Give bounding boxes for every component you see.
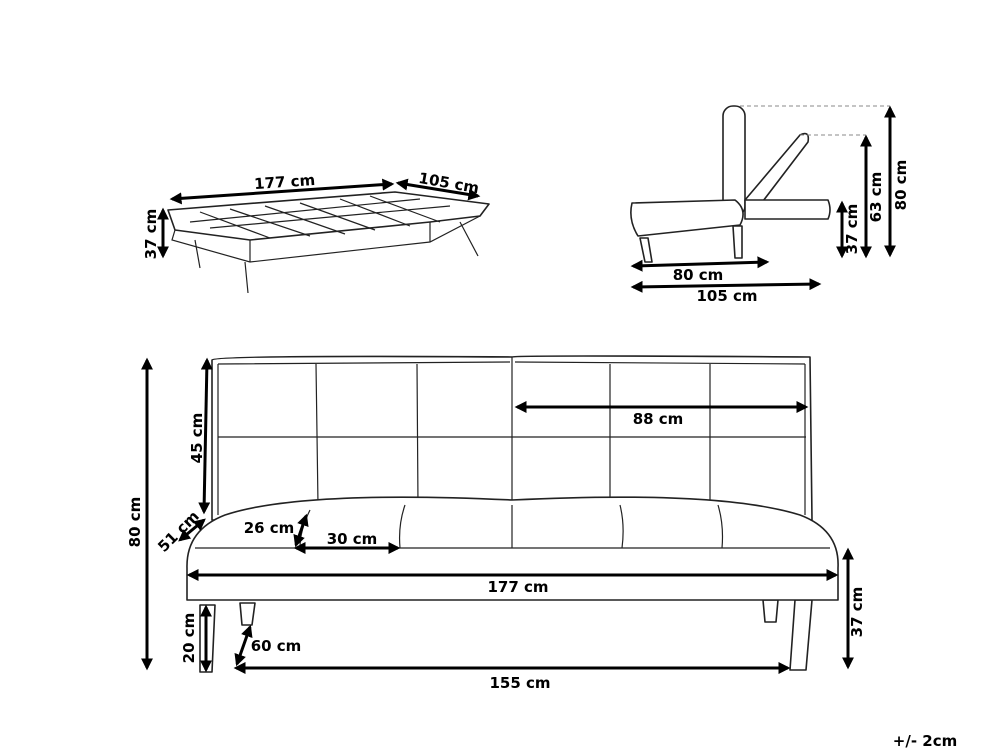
front-total-width-label: 177 cm	[487, 578, 548, 596]
sofa-legs	[199, 599, 813, 673]
front-cushion-width-label: 30 cm	[327, 530, 378, 548]
bed-height-label: 37 cm	[142, 209, 160, 260]
front-back-height-label: 45 cm	[188, 413, 206, 464]
side-total-height-label: 80 cm	[892, 160, 910, 211]
side-seat	[630, 199, 744, 237]
bed-legs	[194, 221, 479, 294]
side-recline-height-label: 63 cm	[867, 172, 885, 223]
front-seat-height-label: 37 cm	[848, 587, 866, 638]
front-view-drawing: 80 cm 45 cm 88 cm 51 cm 26 cm 30 cm 177 …	[126, 355, 866, 692]
front-total-height-label: 80 cm	[126, 497, 144, 548]
side-seat-depth-label: 80 cm	[673, 266, 724, 284]
bed-depth-label: 105 cm	[417, 169, 480, 197]
front-cushion-height-label: 26 cm	[244, 519, 295, 537]
bed-view-drawing: 177 cm 105 cm 37 cm	[142, 169, 490, 294]
front-back-width-label: 88 cm	[633, 410, 684, 428]
side-bed-depth-label: 105 cm	[696, 287, 757, 305]
side-seat-height-label: 37 cm	[843, 204, 861, 255]
side-view-drawing: 80 cm 105 cm 37 cm 63 cm 80 cm	[630, 105, 910, 305]
tolerance-note: +/- 2cm	[893, 732, 957, 750]
bed-top	[167, 191, 490, 241]
front-leg-height-label: 20 cm	[180, 613, 198, 664]
front-leg-span-label: 155 cm	[489, 674, 550, 692]
front-leg-label: 60 cm	[251, 637, 302, 655]
bed-width-label: 177 cm	[254, 171, 316, 193]
